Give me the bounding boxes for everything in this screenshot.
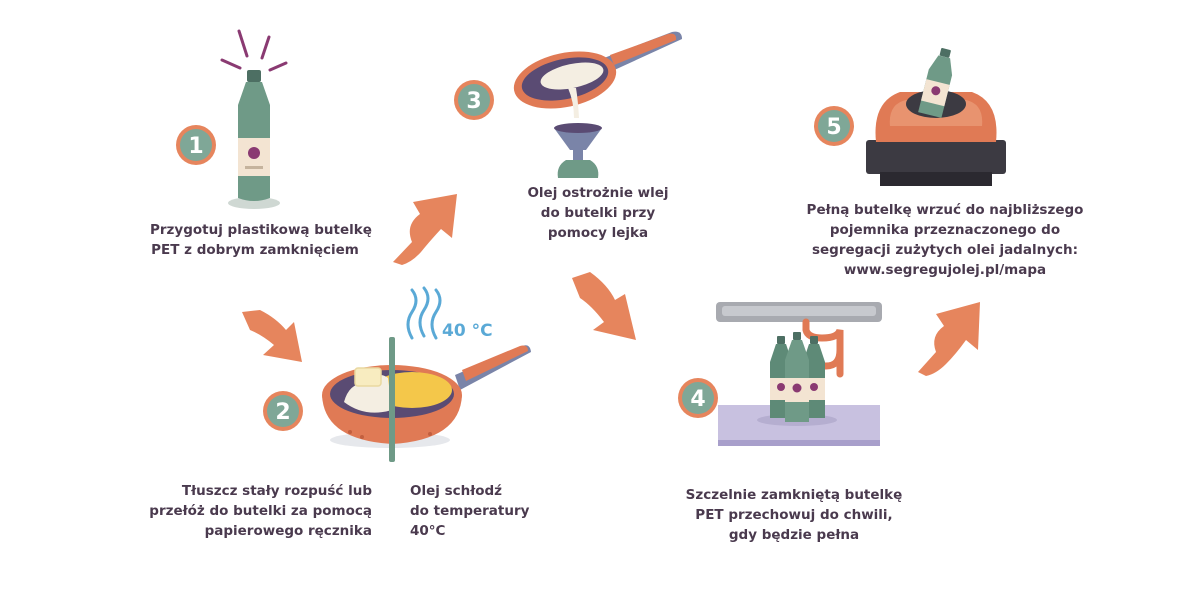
- temperature-label: 40 °C: [442, 321, 493, 341]
- step-1-caption: Przygotuj plastikową butelkę PET z dobry…: [150, 222, 372, 258]
- step-5-badge: 5: [814, 106, 854, 146]
- temperature-divider: [389, 337, 395, 462]
- sink-icon: [716, 302, 882, 446]
- arrow-icon: [918, 302, 980, 376]
- bottles-icon: [757, 332, 837, 426]
- bottle-icon: [918, 48, 953, 118]
- steam-icon: [406, 286, 442, 340]
- collection-bin-icon: [866, 90, 1006, 186]
- step-1-badge: 1: [176, 125, 216, 165]
- step-2-cooling-caption: Olej schłodź do temperatury 40°C: [410, 483, 530, 539]
- step-3-badge: 3: [454, 80, 494, 120]
- bottle-icon: [220, 29, 288, 209]
- step-5-number: 5: [826, 115, 841, 140]
- step-4-badge: 4: [678, 378, 718, 418]
- step-2-badge: 2: [263, 391, 303, 431]
- arrow-icon: [242, 310, 302, 362]
- step-2-number: 2: [275, 400, 290, 425]
- arrow-icon: [393, 194, 457, 265]
- funnel-icon: [554, 123, 602, 178]
- step-3-caption: Olej ostrożnie wlej do butelki przy pomo…: [527, 185, 669, 241]
- map-link[interactable]: www.segregujolej.pl/mapa: [843, 262, 1047, 278]
- pan-icon: [322, 345, 531, 448]
- step-4-caption: Szczelnie zamkniętą butelkę PET przechow…: [685, 487, 903, 543]
- arrow-icon: [572, 272, 636, 340]
- step-1-number: 1: [188, 134, 203, 159]
- pouring-pan-icon: [513, 31, 682, 118]
- step-2-caption: Tłuszcz stały rozpuść lub przełóż do but…: [149, 483, 372, 539]
- step-4-number: 4: [690, 387, 705, 412]
- step-5-caption: Pełną butelkę wrzuć do najbliższego poje…: [800, 200, 1090, 280]
- step-3-number: 3: [466, 89, 481, 114]
